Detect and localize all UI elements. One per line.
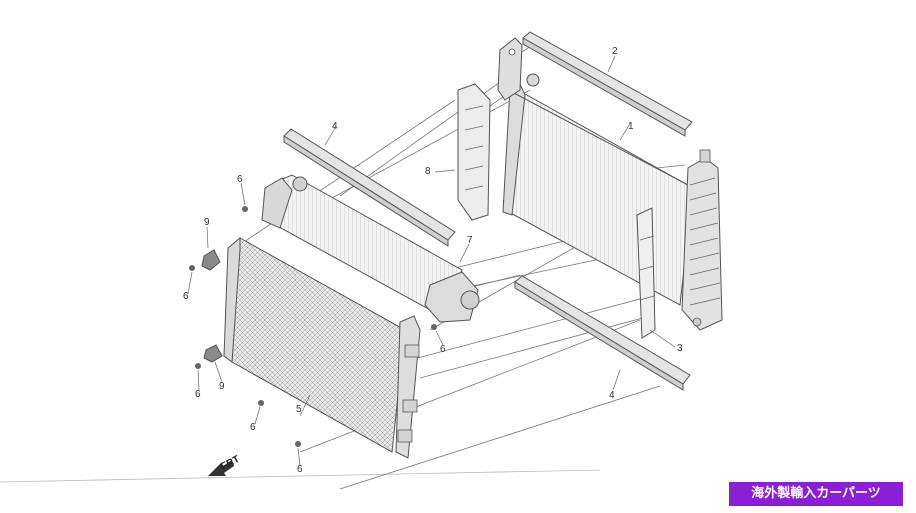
- intercooler: [261, 174, 480, 323]
- callout-bolt: 6: [183, 291, 189, 302]
- callout-upper-left-seal: 4: [332, 121, 338, 132]
- radiator-top-bracket: [497, 37, 523, 101]
- callout-condenser: 5: [296, 404, 302, 415]
- callout-bracket: 9: [204, 217, 210, 228]
- callout-radiator: 1: [628, 121, 634, 132]
- callout-bolt: 6: [195, 389, 201, 400]
- arrow-left-icon: [208, 460, 234, 476]
- condenser-bracket-lower: [203, 344, 223, 363]
- callout-lower-seal: 4: [609, 390, 615, 401]
- upper-seal-strip: [522, 31, 693, 137]
- callout-side-guide: 3: [677, 343, 683, 354]
- condenser-bracket-upper: [201, 249, 221, 271]
- callout-bracket: 9: [219, 381, 225, 392]
- front-direction-indicator: FRT: [208, 454, 242, 476]
- callout-bolt: 6: [297, 464, 303, 475]
- callout-upper-seal: 2: [612, 46, 618, 57]
- side-air-guide: [636, 207, 656, 339]
- callout-bolt: 6: [250, 422, 256, 433]
- air-deflector: [457, 83, 491, 221]
- upper-left-seal-strip: [283, 128, 456, 247]
- lower-seal-strip: [514, 275, 691, 391]
- watermark-banner: 海外製輸入カーパーツ: [729, 482, 903, 506]
- callout-intercooler: 7: [467, 235, 473, 246]
- callout-bolt: 6: [440, 344, 446, 355]
- bolt-icon: [195, 363, 201, 369]
- bolt-icon: [189, 265, 195, 271]
- bolt-icon: [295, 441, 301, 447]
- bolt-icon: [431, 324, 437, 330]
- bolt-icon: [258, 400, 264, 406]
- radiator-side-tank: [681, 149, 723, 331]
- bolts: [189, 206, 437, 447]
- bolt-icon: [242, 206, 248, 212]
- front-label: FRT: [219, 454, 241, 473]
- callout-bolt: 6: [237, 174, 243, 185]
- ac-condenser: [223, 236, 421, 459]
- callout-air-deflector: 8: [425, 166, 431, 177]
- callout-leaders: [187, 55, 676, 467]
